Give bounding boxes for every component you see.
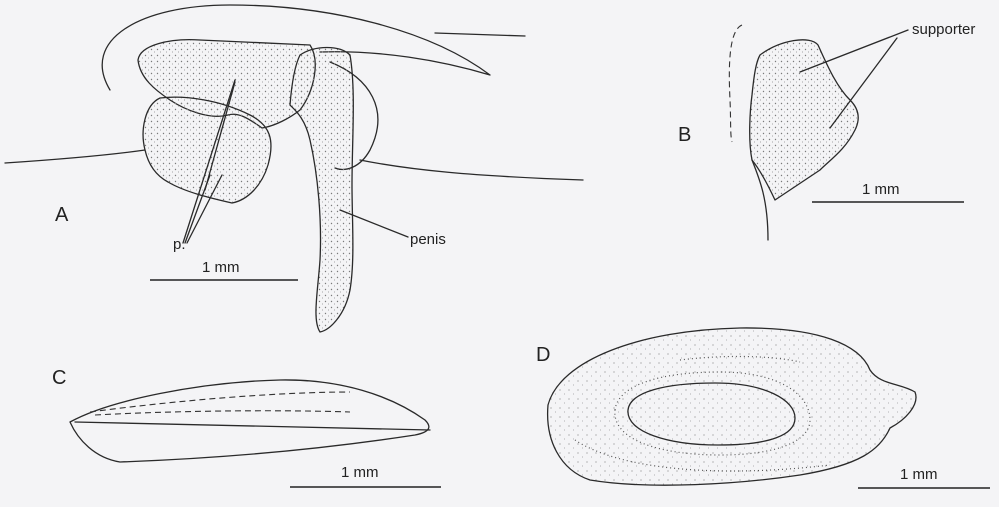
panel-d-outline xyxy=(548,328,916,485)
panel-a-body-mark xyxy=(435,33,525,36)
panel-a-body-line-left xyxy=(5,150,145,163)
panel-d-letter: D xyxy=(536,345,550,365)
panel-d-scale-label: 1 mm xyxy=(900,467,938,482)
panel-c-scale-label: 1 mm xyxy=(341,465,379,480)
panel-b-supporter xyxy=(750,40,859,200)
panel-c-letter: C xyxy=(52,368,66,388)
panel-d-drawing xyxy=(548,328,990,488)
panel-a-scale-label: 1 mm xyxy=(202,260,240,275)
panel-b-scale-label: 1 mm xyxy=(862,182,900,197)
panel-a-label-p: p. xyxy=(173,237,186,252)
panel-b-label-supporter: supporter xyxy=(912,22,975,37)
panel-b-drawing xyxy=(729,25,964,240)
panel-a-letter: A xyxy=(55,205,68,225)
panel-c-dashed-lower xyxy=(95,411,350,415)
panel-c-outline xyxy=(70,380,429,462)
panel-b-dashed-outline xyxy=(729,25,742,142)
panel-c-dashed-upper xyxy=(90,392,350,412)
panel-c-drawing xyxy=(70,380,441,487)
panel-a-penis xyxy=(290,48,353,333)
panel-b-letter: B xyxy=(678,125,691,145)
panel-a-drawing xyxy=(5,5,583,332)
panel-a-label-penis: penis xyxy=(410,232,446,247)
panel-b-pointer-supporter-2 xyxy=(830,38,897,128)
panel-c-midline xyxy=(75,422,430,430)
panel-a-body-line-right xyxy=(360,160,583,180)
